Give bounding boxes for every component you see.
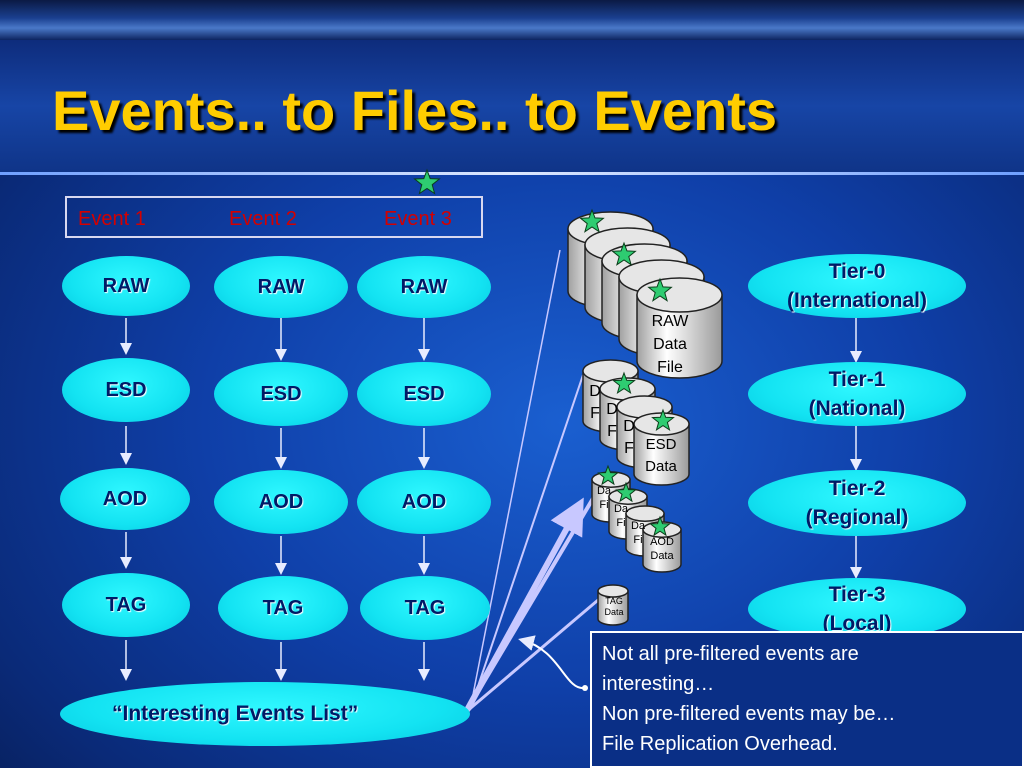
- aod-partial-3-line-1: Da: [630, 520, 646, 532]
- aod-data-label: AOD Data: [644, 535, 680, 563]
- star-icon-raw-3: [647, 277, 673, 302]
- tier-1-name: Tier-1: [828, 368, 886, 391]
- event-3-esd: ESD: [357, 362, 491, 426]
- esd-data-stack: [582, 359, 690, 486]
- aod-partial-2-line-1: Da: [613, 503, 629, 515]
- note-line-4: File Replication Overhead.: [602, 733, 838, 755]
- note-line-2: interesting…: [602, 673, 715, 695]
- aod-partial-1-line-1: Da: [596, 485, 612, 497]
- tag-data-label: TAG Data: [599, 596, 629, 618]
- esd-partial-2-line-1: D: [606, 401, 618, 418]
- star-icon-event-3: [413, 168, 441, 195]
- raw-data-file-label: RAW Data File: [640, 310, 700, 379]
- tier-3-scope: (Local): [822, 612, 892, 635]
- event-1-label: Event 1: [78, 208, 146, 230]
- event-2-esd: ESD: [214, 362, 348, 426]
- aod-partial-label-3: Da Fi: [627, 519, 649, 547]
- interesting-events-list-label: “Interesting Events List”: [112, 702, 359, 725]
- event-3-aod: AOD: [357, 470, 491, 534]
- note-box: Not all pre-filtered events are interest…: [590, 631, 1024, 768]
- top-band: [0, 0, 1024, 40]
- star-icon-aod-2: [615, 481, 637, 503]
- raw-label-line-1: RAW: [651, 313, 689, 330]
- aod-partial-2-line-2: Fi: [616, 517, 626, 529]
- star-icon-aod-1: [597, 464, 619, 486]
- tier-2: Tier-2 (Regional): [748, 470, 966, 536]
- star-icon-esd-2: [651, 408, 675, 432]
- title-band: [0, 40, 1024, 175]
- esd-partial-label-3: D F: [621, 416, 637, 460]
- interesting-events-list: “Interesting Events List”: [60, 682, 470, 746]
- note-pointer-dot: [582, 685, 588, 691]
- event-3-label: Event 3: [384, 208, 452, 230]
- event-1-esd: ESD: [62, 358, 190, 422]
- event-3-tag: TAG: [360, 576, 490, 640]
- esd-label-line-1: ESD: [645, 436, 677, 453]
- tier-0: Tier-0 (International): [748, 254, 966, 318]
- esd-data-label: ESD Data: [636, 434, 686, 478]
- tier-2-scope: (Regional): [805, 506, 909, 529]
- tier-0-name: Tier-0: [828, 260, 886, 283]
- tier-1: Tier-1 (National): [748, 362, 966, 426]
- star-icon-esd-1: [612, 371, 636, 395]
- aod-partial-label-1: Da Fi: [593, 484, 615, 512]
- tier-2-name: Tier-2: [828, 477, 886, 500]
- event-2-raw: RAW: [214, 256, 348, 318]
- event-1-aod: AOD: [60, 468, 190, 530]
- star-icon-raw-1: [579, 208, 605, 233]
- tag-cylinder: [597, 584, 629, 626]
- selection-arrows: [463, 249, 606, 714]
- note-line-3: Non pre-filtered events may be…: [602, 703, 896, 725]
- slide-title: Events.. to Files.. to Events: [52, 79, 778, 142]
- aod-partial-1-line-2: Fi: [599, 499, 609, 511]
- esd-partial-1-line-2: F: [590, 405, 600, 422]
- raw-label-line-3: File: [657, 359, 683, 376]
- event-2-label: Event 2: [229, 208, 297, 230]
- tier-1-scope: (National): [808, 397, 906, 420]
- event-2-aod: AOD: [214, 470, 348, 534]
- tag-label-line-2: Data: [604, 607, 624, 617]
- column-arrows: [120, 318, 430, 681]
- note-pointer-arrow: [518, 635, 585, 690]
- event-1-raw: RAW: [62, 256, 190, 316]
- tag-label-line-1: TAG: [605, 596, 623, 606]
- raw-label-line-2: Data: [653, 336, 687, 353]
- aod-label-line-2: Data: [650, 550, 674, 562]
- event-3-raw: RAW: [357, 256, 491, 318]
- tier-0-scope: (International): [787, 289, 927, 312]
- esd-partial-3-line-2: F: [624, 440, 634, 457]
- star-icon-aod-3: [649, 515, 671, 537]
- esd-partial-3-line-1: D: [623, 418, 635, 435]
- tier-3: Tier-3 (Local): [748, 578, 966, 640]
- esd-partial-2-line-2: F: [607, 423, 617, 440]
- esd-partial-label-1: D F: [587, 381, 603, 425]
- aod-partial-label-2: Da Fi: [610, 502, 632, 530]
- aod-partial-3-line-2: Fi: [633, 534, 643, 546]
- event-1-tag: TAG: [62, 573, 190, 637]
- esd-label-line-2: Data: [645, 458, 677, 475]
- event-header-box: [65, 196, 483, 238]
- raw-data-file-stack: [567, 211, 723, 379]
- esd-partial-label-2: D F: [604, 399, 620, 443]
- star-icon-raw-2: [611, 241, 637, 266]
- note-line-1: Not all pre-filtered events are: [602, 643, 859, 665]
- aod-label-line-1: AOD: [650, 536, 674, 548]
- tier-3-name: Tier-3: [828, 583, 886, 606]
- tag-data-cylinder: [597, 584, 629, 626]
- event-2-tag: TAG: [218, 576, 348, 640]
- esd-partial-1-line-1: D: [589, 383, 601, 400]
